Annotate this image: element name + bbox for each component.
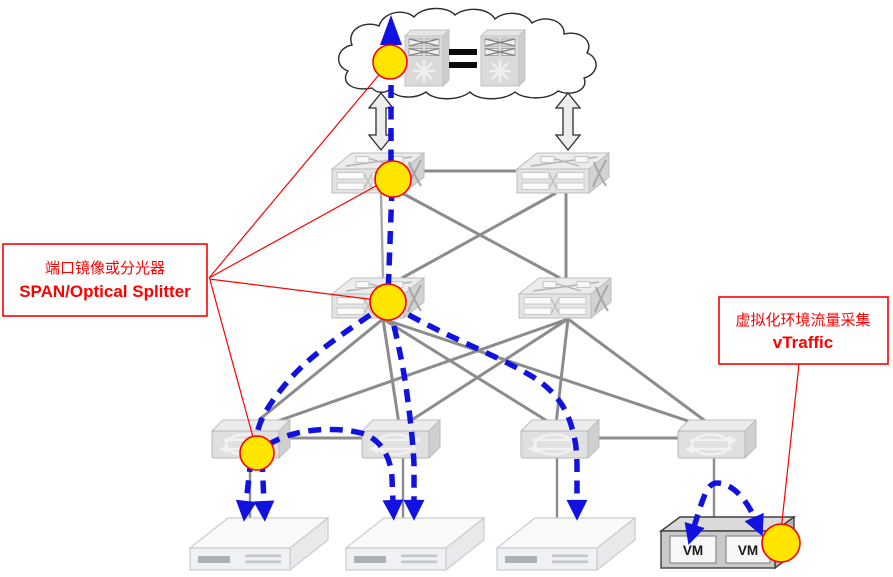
network-link: [382, 317, 707, 429]
annotation-line: [208, 63, 389, 279]
network-link: [403, 317, 569, 427]
tap-points: [239, 44, 801, 563]
network-link: [248, 317, 384, 430]
uplink-arrow-icon: [368, 92, 394, 151]
traffic-flow-path: [266, 426, 404, 521]
network-link: [381, 318, 401, 425]
network-link: [401, 191, 557, 280]
network-link: [382, 317, 553, 426]
core-switch-right-icon: [516, 152, 610, 194]
annotation-lines: [208, 63, 800, 541]
tap-point-aggregation: [369, 283, 407, 321]
span-label-cn: 端口镜像或分光器: [45, 259, 165, 277]
network-link: [554, 318, 570, 425]
server-2-icon: [345, 517, 485, 571]
flow-up-arrowhead: [380, 15, 402, 45]
traffic-flow-path: [385, 42, 395, 297]
access-switch-3-icon: [519, 418, 601, 460]
vtraffic-label-en: vTraffic: [773, 333, 833, 352]
annotation-line: [208, 278, 385, 302]
inter-device-link-bar: [449, 49, 477, 55]
traffic-flow-path: [386, 304, 425, 521]
traffic-flow-path: [388, 301, 588, 521]
span-label-en: SPAN/Optical Splitter: [19, 282, 191, 301]
inter-device-link-bar: [449, 62, 477, 68]
vm-traffic-arc: [684, 480, 764, 546]
traffic-flows: [235, 15, 764, 546]
tap-point-vm: [761, 523, 801, 563]
cloud-core-device-icon: [403, 28, 451, 88]
server-3-icon: [496, 517, 636, 571]
cloud-core-device-icon: [479, 28, 527, 88]
network-link: [379, 192, 385, 279]
aggregation-switch-right-icon: [518, 277, 612, 319]
vtraffic-label-border: [718, 296, 889, 365]
tap-point-access: [239, 435, 275, 471]
tap-point-cloud: [372, 44, 408, 80]
vm-1-label: VM: [683, 543, 703, 558]
vtraffic-label-cn: 虚拟化环境流量采集: [735, 311, 870, 329]
annotation-line: [208, 176, 393, 279]
span-label-box: 端口镜像或分光器 SPAN/Optical Splitter: [2, 243, 208, 317]
span-label-border: [2, 243, 208, 317]
annotation-line: [779, 363, 800, 541]
server-1-icon: [189, 517, 329, 571]
traffic-flow-path: [253, 300, 390, 443]
annotation-line: [209, 279, 257, 449]
access-switch-4-icon: [676, 418, 758, 460]
uplink-arrow-icon: [555, 92, 581, 151]
network-link: [257, 317, 569, 430]
vm-2-label: VM: [738, 543, 758, 558]
tap-point-core: [374, 160, 412, 198]
network-links: [248, 169, 716, 530]
network-link: [567, 317, 713, 428]
vtraffic-label-box: 虚拟化环境流量采集 vTraffic: [718, 296, 889, 365]
